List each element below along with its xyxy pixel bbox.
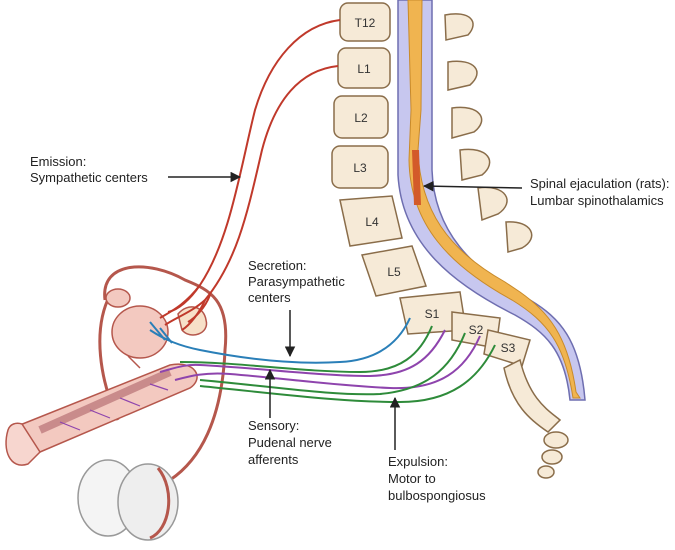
label-l3: L3 bbox=[353, 161, 367, 175]
emission-subtitle: Sympathetic centers bbox=[30, 170, 148, 185]
sensory-nerves bbox=[159, 329, 481, 390]
coccyx bbox=[503, 358, 569, 479]
bladder-prostate bbox=[111, 305, 169, 359]
pointer-arrows bbox=[168, 171, 523, 450]
label-l1: L1 bbox=[357, 62, 371, 76]
label-s1: S1 bbox=[425, 307, 440, 321]
spinal-cord bbox=[397, 0, 586, 401]
epididymis bbox=[149, 467, 171, 540]
label-s3: S3 bbox=[501, 341, 516, 355]
expulsion-line2: Motor to bbox=[388, 471, 436, 486]
genital-anatomy bbox=[5, 265, 228, 541]
label-l2: L2 bbox=[354, 111, 368, 125]
sensory-title: Sensory: bbox=[248, 418, 299, 433]
penis-shaft bbox=[17, 363, 198, 454]
motor-nerve-1 bbox=[179, 325, 433, 374]
glans bbox=[5, 422, 41, 466]
label-l4: L4 bbox=[365, 215, 379, 229]
vertebra-l4 bbox=[339, 195, 403, 247]
secretion-line3: centers bbox=[248, 290, 291, 305]
secretion-title: Secretion: bbox=[248, 258, 307, 273]
spinal-cord-core bbox=[407, 0, 581, 399]
vertebra-labels: T12 L1 L2 L3 L4 L5 S1 S2 S3 bbox=[353, 16, 515, 355]
emission-title: Emission: bbox=[30, 154, 86, 169]
lumbar-spinothalamic-segment bbox=[412, 150, 421, 205]
spinous-processes bbox=[444, 13, 533, 253]
sensory-nerve-1 bbox=[159, 329, 446, 378]
label-s2: S2 bbox=[469, 323, 484, 337]
annotation-labels: Emission: Sympathetic centers Spinal eja… bbox=[30, 154, 669, 503]
penis-corpus bbox=[38, 368, 172, 434]
expulsion-title: Expulsion: bbox=[388, 454, 448, 469]
vertebra-l1 bbox=[337, 47, 391, 89]
arrow-spinal bbox=[422, 180, 523, 192]
sympathetic-nerve-l1 bbox=[164, 65, 339, 326]
spinal-subtitle: Lumbar spinothalamics bbox=[530, 193, 664, 208]
seminal-vesicle bbox=[105, 288, 131, 308]
sensory-nerve-2 bbox=[174, 335, 481, 390]
vertebra-t12 bbox=[339, 2, 391, 42]
vertebra-l5 bbox=[361, 245, 427, 297]
label-l5: L5 bbox=[387, 265, 401, 279]
expulsion-line3: bulbospongiosus bbox=[388, 488, 486, 503]
sensory-line3: afferents bbox=[248, 452, 299, 467]
vertebra-l3 bbox=[331, 145, 389, 189]
motor-nerve-2 bbox=[199, 332, 466, 396]
parasympathetic-nerve bbox=[149, 317, 411, 364]
urethra bbox=[127, 355, 141, 369]
vertebra-l2 bbox=[333, 95, 389, 139]
secretion-line2: Parasympathetic bbox=[248, 274, 345, 289]
motor-nerves bbox=[179, 325, 496, 404]
spinal-title: Spinal ejaculation (rats): bbox=[530, 176, 669, 191]
vertebral-column bbox=[331, 2, 531, 367]
vas-deferens bbox=[103, 265, 228, 482]
parasympathetic-nerves bbox=[149, 317, 411, 364]
sensory-line2: Pudenal nerve bbox=[248, 435, 332, 450]
label-t12: T12 bbox=[355, 16, 376, 30]
testis-right bbox=[117, 463, 179, 541]
penile-veins bbox=[59, 383, 169, 431]
